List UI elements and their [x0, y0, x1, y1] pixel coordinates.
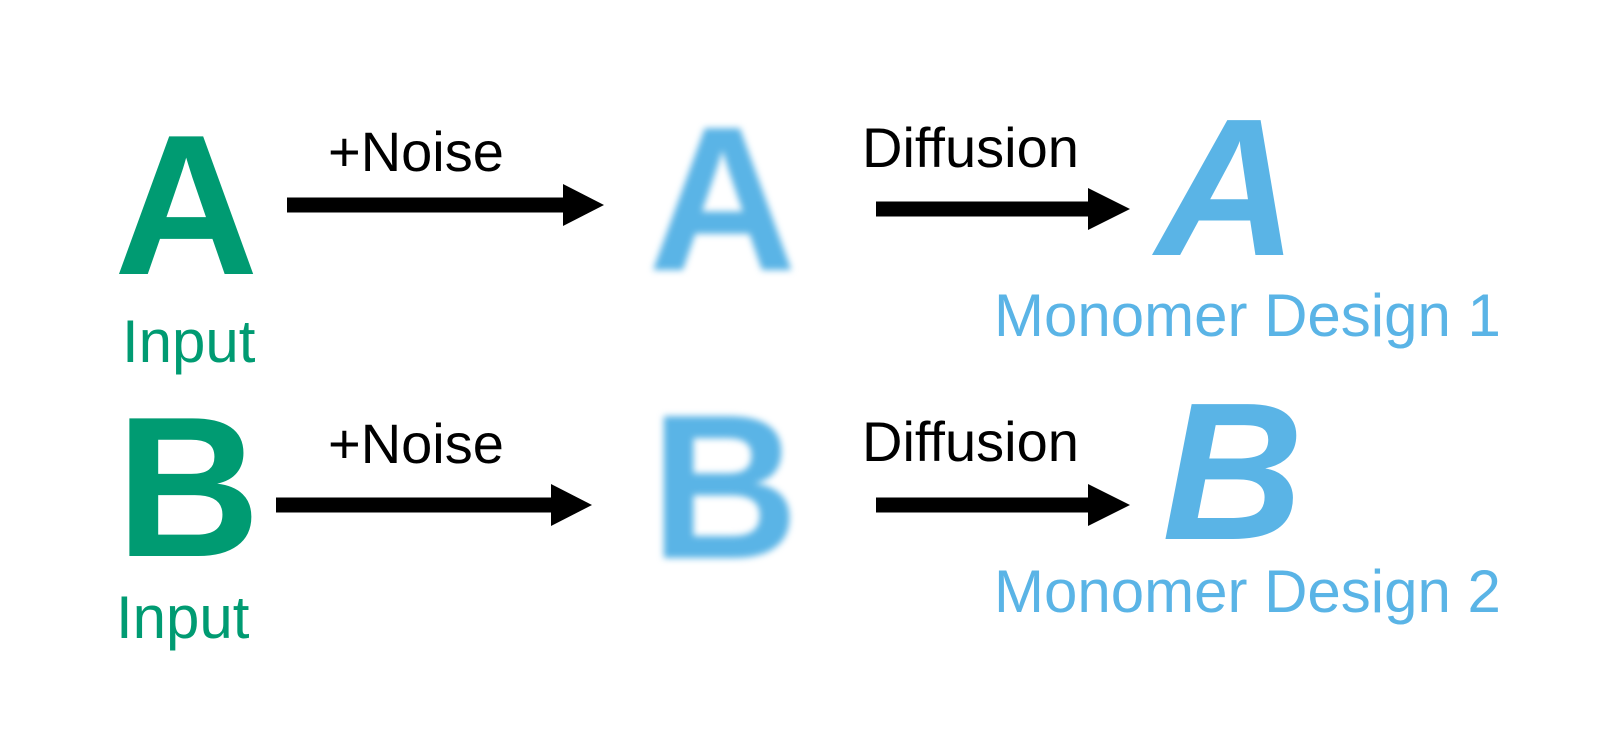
output-label-1: Monomer Design 1: [994, 282, 1501, 349]
input-label-1: Input: [122, 308, 256, 375]
noise-arrow-2: [276, 484, 592, 526]
diffusion-arrow-1: [876, 188, 1130, 230]
input-letter-a: A: [114, 94, 259, 317]
noisy-letter-a: A: [648, 84, 797, 314]
diffusion-arrow-2: [876, 484, 1130, 526]
diffusion-label-1: Diffusion: [862, 116, 1079, 179]
noisy-letter-b: B: [650, 372, 799, 602]
output-letter-b: B: [1162, 362, 1304, 581]
input-letter-b: B: [116, 376, 261, 599]
noise-arrow-1: [287, 184, 604, 226]
output-letter-a: A: [1156, 78, 1298, 297]
output-label-2: Monomer Design 2: [994, 558, 1501, 625]
noise-label-1: +Noise: [328, 120, 504, 183]
diffusion-label-2: Diffusion: [862, 410, 1079, 473]
noise-label-2: +Noise: [328, 412, 504, 475]
input-label-2: Input: [116, 584, 250, 651]
